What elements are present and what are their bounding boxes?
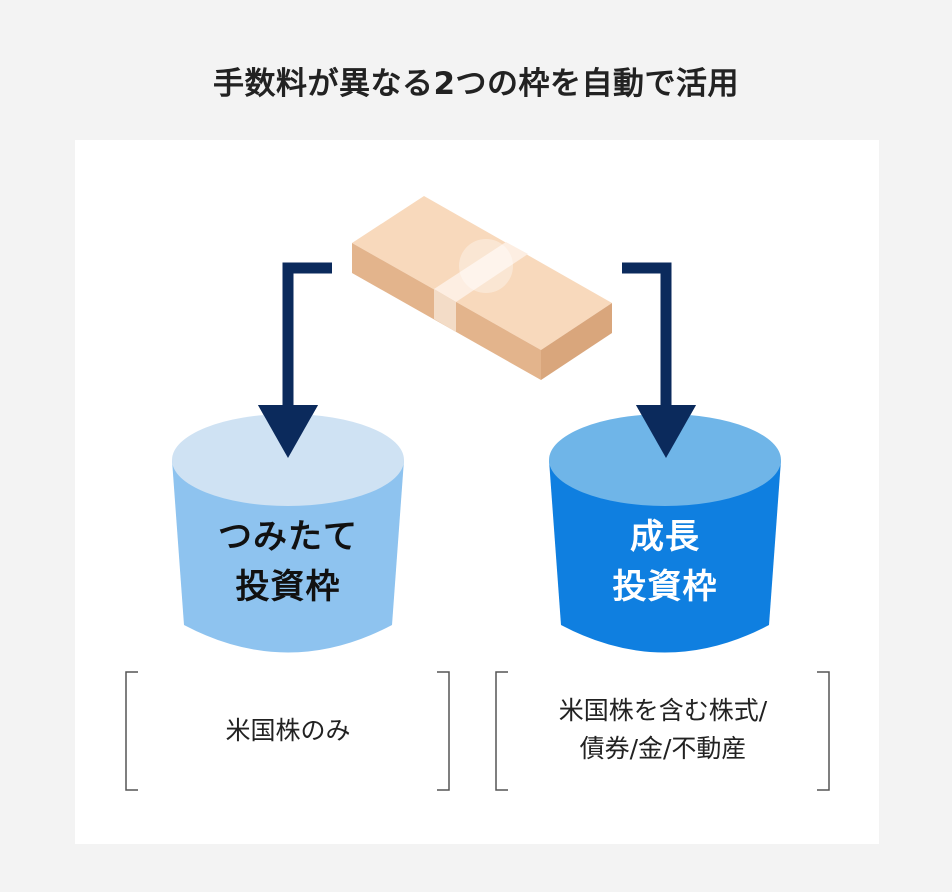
seicho-label-line1: 成長 [630, 517, 700, 557]
money-bundle-icon [352, 196, 612, 380]
diagram-title: 手数料が異なる2つの枠を自動で活用 [212, 66, 740, 102]
tsumitate-bucket [172, 414, 404, 653]
tsumitate-label: つみたて 投資枠 [178, 512, 398, 612]
seicho-note-line2: 債券/金/不動産 [579, 734, 747, 763]
tsumitate-note-text: 米国株のみ [225, 716, 351, 745]
tsumitate-label-line1: つみたて [218, 517, 358, 557]
seicho-label: 成長 投資枠 [555, 512, 775, 612]
seicho-label-line2: 投資枠 [612, 567, 718, 607]
seicho-bucket [549, 414, 781, 653]
seicho-note-line1: 米国株を含む株式/ [558, 696, 768, 725]
tsumitate-label-line2: 投資枠 [235, 567, 341, 607]
seicho-note: 米国株を含む株式/ 債券/金/不動産 [500, 692, 826, 768]
tsumitate-note: 米国株のみ [130, 712, 446, 750]
tsumitate-note-brackets [125, 671, 450, 791]
seicho-note-brackets [495, 671, 830, 791]
